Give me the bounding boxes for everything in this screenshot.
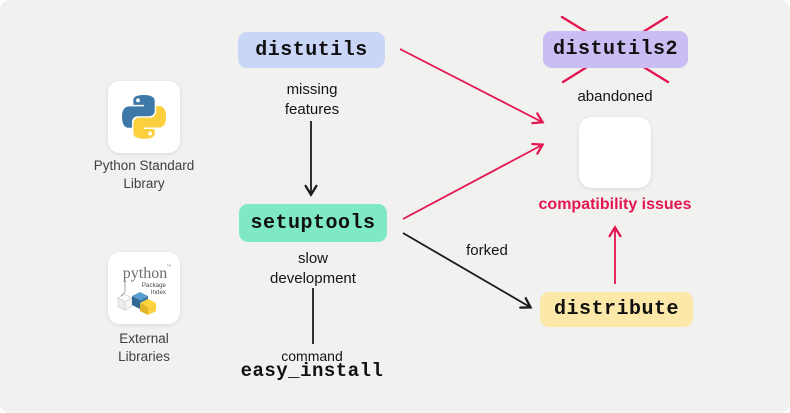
pypi-cubes [117,292,156,315]
annotation-compatibility-issues: compatibility issues [538,196,692,213]
annotation-missing-features: missing features [284,81,340,118]
node-distutils2: distutils2 [543,31,688,68]
annotation-slow-development: slow development [270,250,356,287]
pypi-trademark: ™ [167,264,172,270]
external-libraries-card: python ™ Package Index [108,252,180,324]
node-setuptools: setuptools [239,204,387,242]
node-distribute: distribute [540,292,693,327]
python-standard-library-card [108,81,180,153]
node-distutils: distutils [238,32,385,68]
python-logo-icon [122,95,166,139]
python-standard-library-label: Python Standard Library [93,158,195,192]
red-arrow-distutils-to-box [399,48,545,125]
annotation-abandoned: abandoned [577,88,653,105]
external-libraries-label: External Libraries [118,331,170,365]
node-easy-install: easy_install [240,360,384,382]
pypi-wordmark: python [123,265,167,282]
annotation-forked: forked [466,242,508,259]
pypi-logo-icon: python ™ Package Index [117,264,172,315]
annotation-command: command [281,348,343,364]
pypi-subtitle-line2: Index [151,289,167,296]
blank-result-box [579,117,651,188]
pypi-subtitle-line1: Package [142,282,167,289]
